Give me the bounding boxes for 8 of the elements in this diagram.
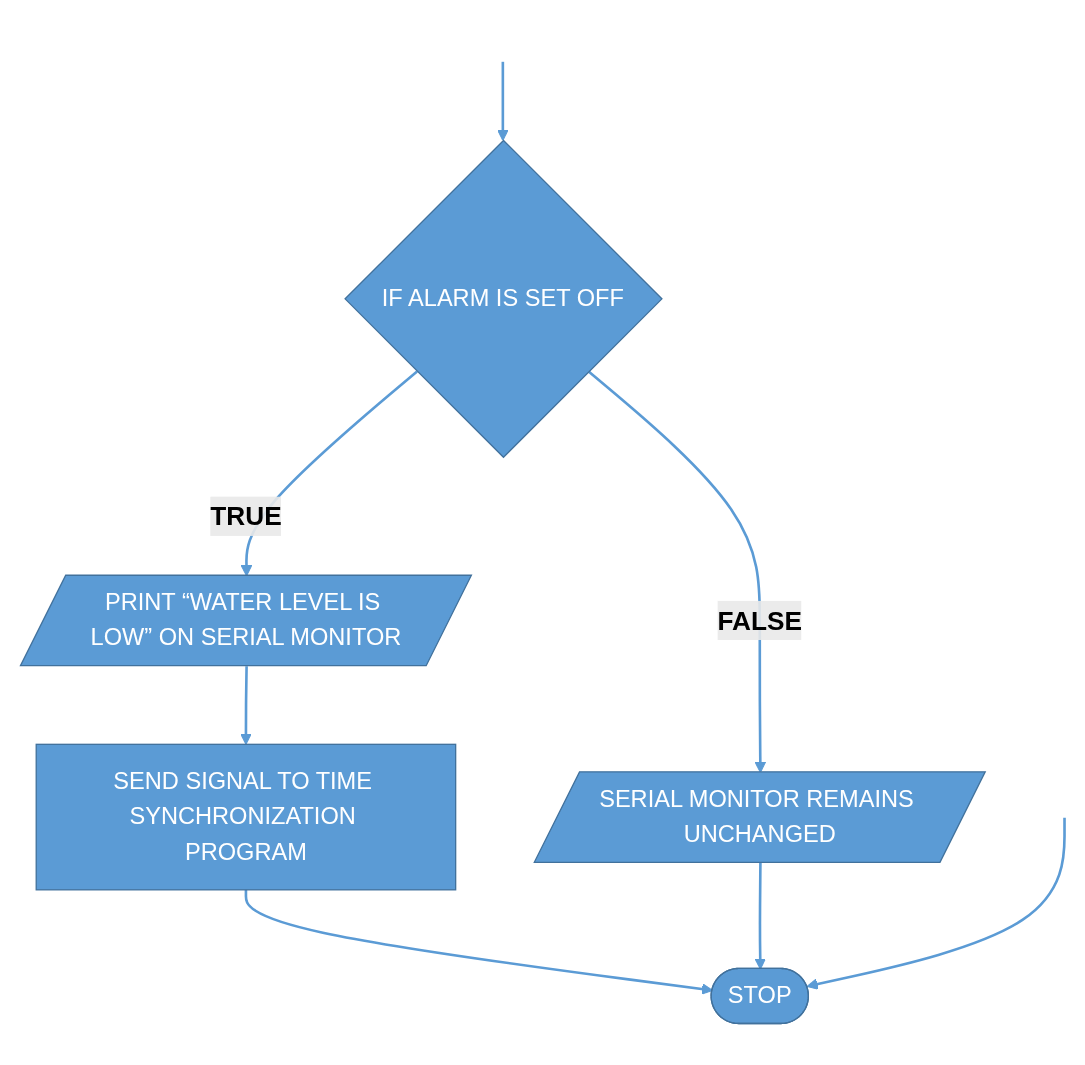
node-diamond: IF ALARM IS SET OFF — [344, 139, 663, 459]
edge-label: TRUE — [210, 501, 282, 531]
arrow — [497, 61, 509, 141]
arrow — [806, 817, 1066, 990]
arrow — [240, 666, 252, 745]
edge-label: FALSE — [717, 606, 802, 635]
node-box: SEND SIGNAL TO TIME SYNCHRONIZATION PROGRAM — [35, 743, 457, 891]
arrow — [754, 862, 766, 970]
